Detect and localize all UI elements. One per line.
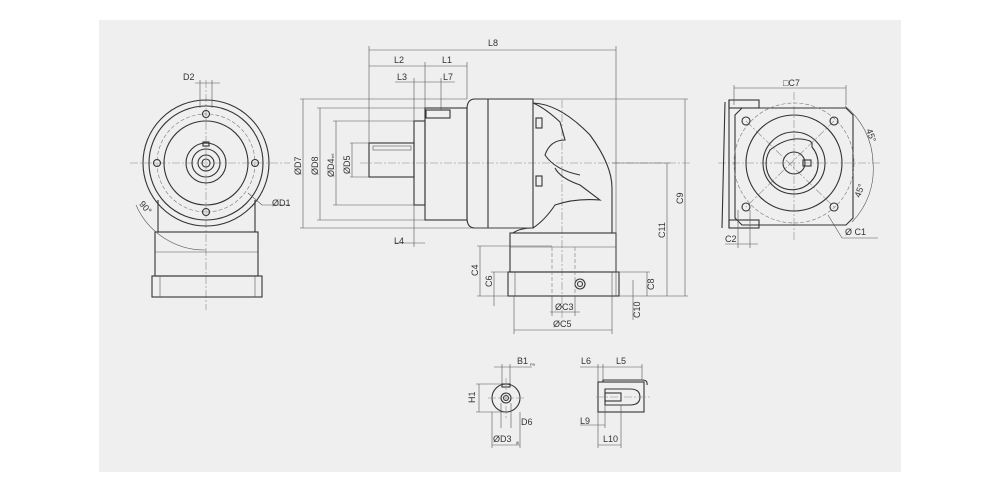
- label-d3: ØD3: [493, 434, 512, 444]
- label-l5: L5: [616, 356, 626, 366]
- label-d8: ØD8: [310, 156, 320, 175]
- label-c11: C11: [657, 222, 667, 238]
- label-d7: ØD7: [293, 156, 303, 175]
- label-l4: L4: [394, 236, 404, 246]
- label-l1: L1: [442, 55, 452, 65]
- side-view: [300, 46, 690, 334]
- label-d1: ØD1: [272, 198, 291, 208]
- label-l8: L8: [488, 38, 498, 48]
- front-view: [130, 80, 290, 310]
- label-d6: D6: [521, 417, 533, 427]
- label-l10: L10: [603, 434, 618, 444]
- label-l3: L3: [397, 72, 407, 82]
- label-c5: ØC5: [553, 319, 572, 329]
- label-c8: C8: [646, 278, 656, 290]
- label-d4: ØD4: [326, 158, 336, 177]
- label-h1: H1: [467, 391, 477, 403]
- label-d3-tolerance: j6: [515, 440, 520, 445]
- label-l2: L2: [394, 55, 404, 65]
- label-c1: Ø C1: [845, 227, 866, 237]
- label-c9: C9: [675, 192, 685, 204]
- label-angle-90: 90°: [137, 199, 154, 216]
- label-c10: C10: [632, 301, 642, 318]
- label-c3: ØC3: [555, 302, 574, 312]
- flange-view: [718, 85, 880, 248]
- label-b1-tolerance: P9: [530, 362, 536, 367]
- label-b1: B1: [517, 356, 528, 366]
- label-l6: L6: [581, 356, 591, 366]
- label-c7: □C7: [783, 78, 800, 88]
- shaft-end-view: [476, 364, 532, 448]
- label-d2: D2: [183, 72, 195, 82]
- shaft-section-view: [580, 364, 650, 448]
- label-angle-45b: 45°: [852, 182, 866, 199]
- label-d4-tolerance: h6: [330, 153, 335, 158]
- label-c2: C2: [725, 234, 737, 244]
- label-d5: ØD5: [342, 155, 352, 174]
- label-angle-45a: 45°: [864, 127, 878, 144]
- label-l7: L7: [443, 72, 453, 82]
- label-l9: L9: [580, 416, 590, 426]
- label-c4: C4: [470, 264, 480, 276]
- label-c6: C6: [484, 275, 494, 287]
